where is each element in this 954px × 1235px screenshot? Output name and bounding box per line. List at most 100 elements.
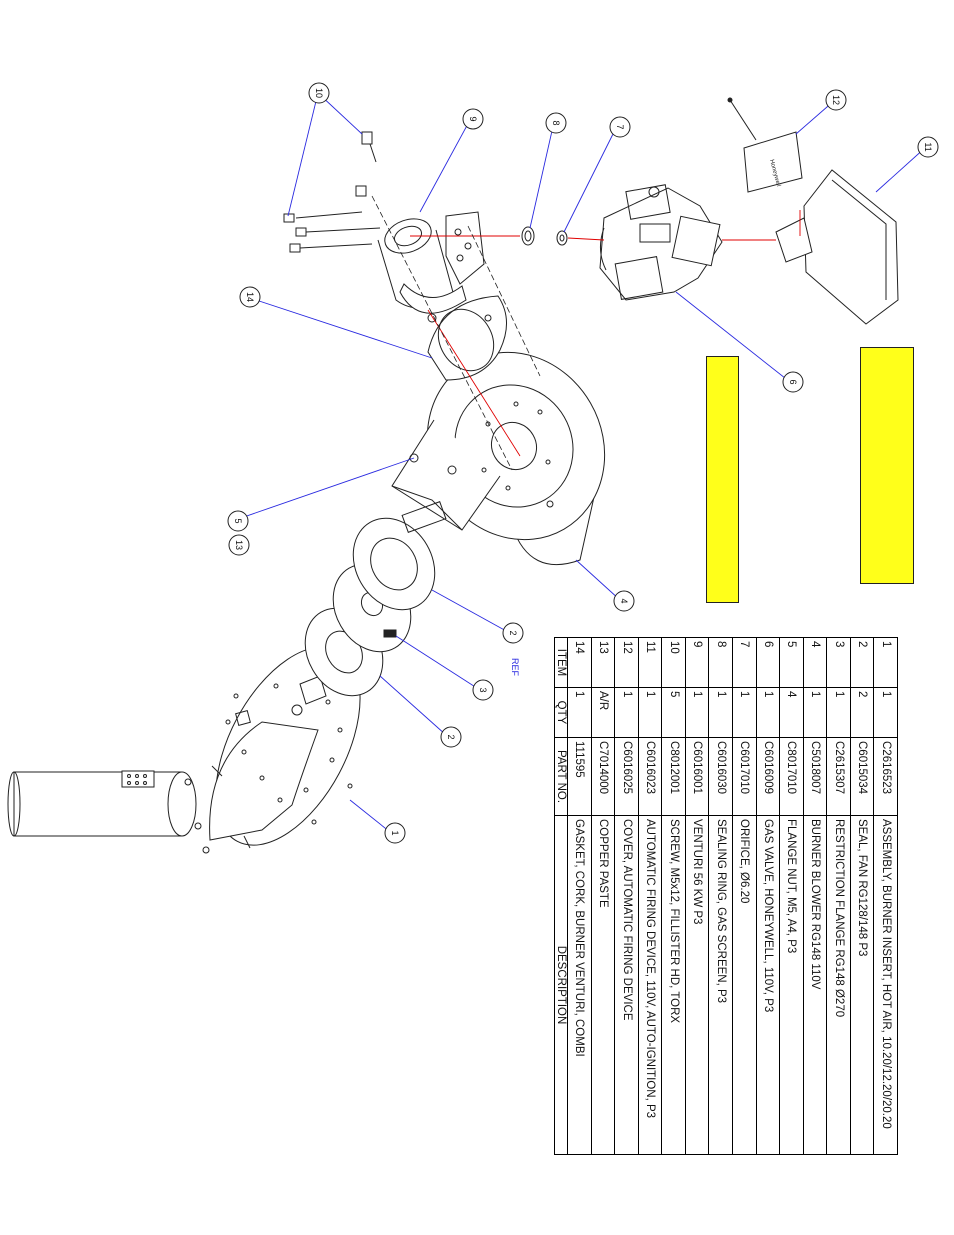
cell-item: 6 bbox=[756, 637, 780, 688]
centerlines bbox=[410, 210, 801, 457]
svg-text:5: 5 bbox=[233, 518, 243, 523]
cell-part: 111595 bbox=[567, 737, 592, 816]
cell-desc: AUTOMATIC FIRING DEVICE, 110V, AUTO-IGNI… bbox=[638, 815, 662, 1155]
sealing-ring-part bbox=[521, 226, 535, 246]
callout-11: 11 bbox=[917, 136, 939, 158]
svg-text:7: 7 bbox=[615, 124, 625, 129]
cell-desc: SEAL, FAN RG128/148 P3 bbox=[850, 815, 874, 1155]
cell-item: 9 bbox=[685, 637, 709, 688]
screw-parts bbox=[283, 131, 381, 253]
svg-text:8: 8 bbox=[551, 120, 561, 125]
fan-seal-part-upper bbox=[352, 517, 436, 611]
table-header-row: ITEM QTY PART NO. DESCRIPTION bbox=[554, 637, 568, 1155]
cell-desc: ASSEMBLY, BURNER INSERT, HOT AIR, 10.20/… bbox=[873, 815, 898, 1155]
cell-item: 3 bbox=[826, 637, 851, 688]
cell-qty: 1 bbox=[709, 687, 733, 738]
svg-text:12: 12 bbox=[831, 95, 841, 105]
svg-text:4: 4 bbox=[619, 598, 629, 603]
cell-item: 8 bbox=[709, 637, 733, 688]
callout-13: 13 bbox=[228, 534, 250, 556]
cell-part: C6017010 bbox=[732, 737, 757, 816]
firing-device-cover-part bbox=[727, 97, 803, 193]
highlight-box-narrow bbox=[706, 356, 739, 603]
svg-text:2: 2 bbox=[508, 630, 518, 635]
burner-insert-part bbox=[7, 646, 361, 854]
cell-desc: FLANGE NUT, M5, A4, P3 bbox=[779, 815, 804, 1155]
callout-12: 12 bbox=[825, 89, 847, 111]
cell-qty: 1 bbox=[803, 687, 827, 738]
cell-qty: 1 bbox=[567, 687, 592, 738]
cell-part: C2615307 bbox=[826, 737, 851, 816]
cell-part: C2616523 bbox=[873, 737, 898, 816]
cell-desc: COVER, AUTOMATIC FIRING DEVICE bbox=[614, 815, 639, 1155]
cell-part: C6016023 bbox=[638, 737, 662, 816]
callout-9: 9 bbox=[462, 108, 484, 130]
cell-part: C5018007 bbox=[803, 737, 827, 816]
cell-item: 2 bbox=[850, 637, 874, 688]
cell-desc: SCREW, M5x12, FILLISTER HD, TORX bbox=[661, 815, 686, 1155]
svg-text:1: 1 bbox=[390, 830, 400, 835]
callout-6: 6 bbox=[782, 371, 804, 393]
cell-qty: 1 bbox=[826, 687, 851, 738]
callout-balloons: 1 2 2 3 4 5 13 6 7 8 9 10 11 12 14 bbox=[227, 82, 939, 844]
cell-item: 7 bbox=[732, 637, 757, 688]
cell-qty: 4 bbox=[779, 687, 804, 738]
callout-1: 1 bbox=[384, 822, 406, 844]
cell-item: 11 bbox=[638, 637, 662, 688]
header-description: DESCRIPTION bbox=[554, 815, 568, 1155]
cell-part: C7014000 bbox=[591, 737, 615, 816]
cell-part: C6016025 bbox=[614, 737, 639, 816]
callout-7: 7 bbox=[609, 116, 631, 138]
svg-text:13: 13 bbox=[234, 540, 244, 550]
orifice-part bbox=[556, 230, 568, 246]
cell-part: C6015034 bbox=[850, 737, 874, 816]
cell-qty: 1 bbox=[614, 687, 639, 738]
cell-desc: GASKET, CORK, BURNER VENTURI, COMBI bbox=[567, 815, 592, 1155]
header-qty: QTY bbox=[554, 687, 568, 738]
cell-part: C6016009 bbox=[756, 737, 780, 816]
cell-item: 1 bbox=[873, 637, 898, 688]
svg-text:10: 10 bbox=[314, 88, 324, 98]
header-part-no: PART NO. bbox=[554, 737, 568, 816]
cell-desc: BURNER BLOWER RG148 110V bbox=[803, 815, 827, 1155]
svg-text:2: 2 bbox=[446, 734, 456, 739]
firing-device-part bbox=[775, 169, 899, 325]
header-item: ITEM bbox=[554, 637, 568, 688]
cell-qty: 2 bbox=[850, 687, 874, 738]
cell-desc: SEALING RING, GAS SCREEN, P3 bbox=[709, 815, 733, 1155]
cell-qty: A/R bbox=[591, 687, 615, 738]
cell-qty: 1 bbox=[732, 687, 757, 738]
callout-4: 4 bbox=[613, 590, 635, 612]
callout-3: 3 bbox=[472, 679, 494, 701]
cell-desc: VENTURI 56 KW P3 bbox=[685, 815, 709, 1155]
highlight-box-wide bbox=[860, 347, 914, 584]
cell-qty: 1 bbox=[638, 687, 662, 738]
svg-text:14: 14 bbox=[245, 292, 255, 302]
callout-2-lower: 2 bbox=[440, 726, 462, 748]
svg-text:11: 11 bbox=[923, 142, 933, 151]
cell-part: C8012001 bbox=[661, 737, 686, 816]
cell-desc: COPPER PASTE bbox=[591, 815, 615, 1155]
cell-desc: ORIFICE, Ø6.20 bbox=[732, 815, 757, 1155]
cell-item: 4 bbox=[803, 637, 827, 688]
cell-desc: RESTRICTION FLANGE RG148 Ø270 bbox=[826, 815, 851, 1155]
cell-item: 5 bbox=[779, 637, 804, 688]
cell-part: C6016001 bbox=[685, 737, 709, 816]
burner-blower-part bbox=[391, 351, 606, 565]
callout-14: 14 bbox=[239, 286, 261, 308]
